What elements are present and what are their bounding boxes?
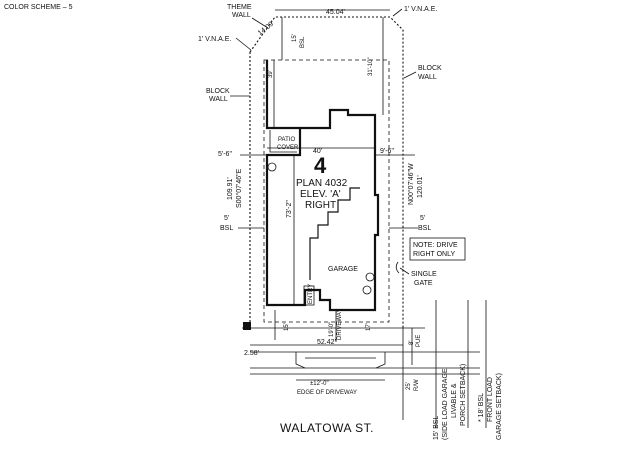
plan-number: PLAN 4032 — [296, 178, 348, 189]
setback-col3-line2: FRONT LOAD — [487, 377, 494, 422]
corner-marker-icon — [243, 322, 251, 330]
front-width-dim: 52.42' — [317, 339, 336, 346]
rear-bsl-label: BSL — [300, 36, 306, 48]
right-bearing: N00°07'46"W — [407, 163, 415, 205]
entry-box — [303, 285, 315, 306]
meter-icon-2 — [365, 272, 375, 282]
street-name: WALATOWA ST. — [280, 421, 374, 435]
note-line-2: RIGHT ONLY — [413, 251, 455, 258]
house-footprint — [265, 60, 380, 312]
block-wall-right-2: WALL — [418, 74, 437, 81]
driveway-length: 19'-0" — [329, 322, 335, 337]
rw-label: R/W — [414, 379, 420, 391]
left-bearing: S00°07'46"E — [235, 168, 243, 208]
block-wall-left-2: WALL — [209, 96, 228, 103]
elevation-label: ELEV. 'A' — [300, 189, 341, 200]
note-line-1: NOTE: DRIVE — [413, 242, 458, 249]
corner-offset: 2.58' — [244, 350, 259, 357]
theme-wall-2: WALL — [232, 12, 251, 19]
left-lot-depth: 109.91' — [227, 177, 234, 200]
pue-depth: 8' — [409, 341, 415, 345]
house-depth-dim: 73'-2" — [286, 200, 293, 218]
single-gate-2: GATE — [414, 280, 433, 287]
right-lot-depth: 120.01' — [417, 175, 424, 198]
theme-wall-1: THEME — [227, 4, 252, 11]
meter-symbols — [267, 162, 375, 295]
pue-label: PUE — [416, 335, 422, 347]
front-setback-right: 17' — [366, 323, 372, 331]
driveway-label: DRIVEWAY — [337, 309, 343, 340]
lot-number: 4 — [314, 153, 327, 178]
setback-col1-line2: (SIDE LOAD GARAGE — [442, 368, 449, 440]
rear-bsl-dim: 15' — [292, 34, 298, 42]
side-right-dim: 9'-6" — [380, 148, 394, 155]
block-wall-right-1: BLOCK — [418, 65, 442, 72]
setback-envelope — [263, 59, 390, 323]
sidewalk — [250, 351, 480, 375]
gate-icon — [395, 261, 400, 274]
setback-notes: 15' BSL (SIDE LOAD GARAGE LIVABLE & PORC… — [433, 300, 503, 440]
side-left-dim: 5'-6" — [218, 151, 232, 158]
setback-col1-line1: 15' BSL — [433, 416, 440, 440]
color-scheme-label: COLOR SCHEME – 5 — [4, 4, 73, 11]
rear-setback-right: 31'-10" — [368, 57, 374, 76]
edge-of-driveway: EDGE OF DRIVEWAY — [297, 390, 357, 396]
setback-col2-line1: LIVABLE & — [451, 383, 458, 418]
single-gate-1: SINGLE — [411, 271, 437, 278]
vnae-right: 1' V.N.A.E. — [404, 6, 437, 13]
side-bsl-left-dim: 5' — [224, 215, 229, 222]
side-bsl-right-dim: 5' — [420, 215, 425, 222]
note-box — [409, 237, 466, 261]
garage-label: GARAGE — [328, 266, 358, 273]
rw-depth: 25' — [406, 382, 412, 390]
setback-col3-line3: GARAGE SETBACK) — [496, 373, 503, 440]
top-width-dim: 45.04' — [326, 9, 345, 16]
electric-icon — [362, 285, 372, 295]
entry-label: ENTRY — [308, 284, 314, 304]
orientation-label: RIGHT — [305, 200, 336, 211]
front-setback-left: 15' — [284, 323, 290, 331]
block-wall-left-1: BLOCK — [206, 88, 230, 95]
meter-icon — [267, 162, 277, 172]
rear-setback-left: 39' — [268, 70, 274, 78]
lot-boundary — [242, 16, 425, 330]
driveway-width: ±12'-0" — [310, 381, 329, 387]
side-bsl-right-label: BSL — [418, 225, 431, 232]
side-bsl-left-label: BSL — [220, 225, 233, 232]
setback-col2-line2: PORCH SETBACK) — [460, 364, 467, 426]
patio-label-1: PATIO — [278, 137, 295, 143]
vnae-left: 1' V.N.A.E. — [198, 36, 231, 43]
setback-col3-line1: * 18' BSL — [478, 393, 485, 422]
house-width-dim: 40' — [313, 148, 322, 155]
